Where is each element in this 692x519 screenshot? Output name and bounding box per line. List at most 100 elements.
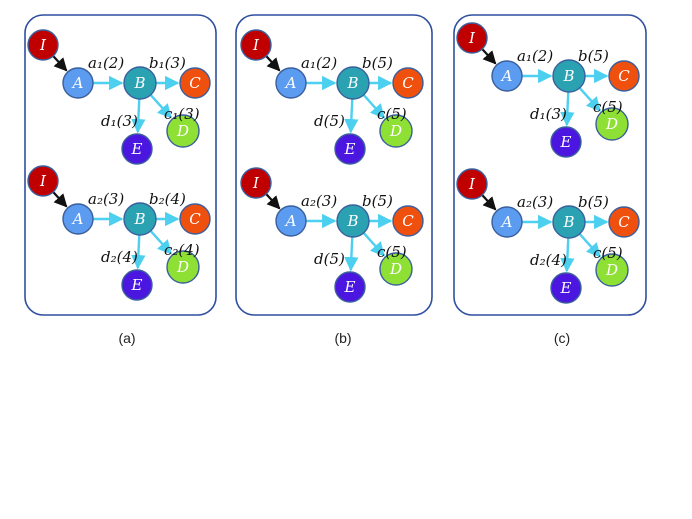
node-label: I <box>39 172 47 190</box>
panel-frame <box>453 14 647 316</box>
node-circle <box>334 133 366 165</box>
node-c: C <box>608 206 640 238</box>
node-circle <box>179 67 211 99</box>
node-label: A <box>284 212 297 230</box>
edge-label-a: a₁(2) <box>88 54 124 72</box>
edge-label-a: a₁(2) <box>301 54 337 72</box>
node-label: D <box>605 261 618 279</box>
node-circle <box>595 253 629 287</box>
node-label: D <box>176 258 189 276</box>
node-b: B <box>123 66 157 100</box>
node-label: E <box>344 140 356 158</box>
node-circle <box>275 205 307 237</box>
node-circle <box>27 29 59 61</box>
node-e: E <box>121 133 153 165</box>
edge-b-d <box>149 94 172 119</box>
node-label: C <box>189 74 201 92</box>
node-circle <box>550 126 582 158</box>
edge-label-b: b(5) <box>578 193 609 211</box>
edge-b-e <box>560 237 575 273</box>
node-circle <box>166 114 200 148</box>
edge-label-a: a₂(3) <box>301 192 337 210</box>
node-d: D <box>595 253 629 287</box>
node-label: D <box>176 122 189 140</box>
node-label: D <box>389 122 402 140</box>
panel-frame <box>235 14 433 316</box>
node-label: C <box>402 74 414 92</box>
node-label: E <box>344 278 356 296</box>
node-label: A <box>71 74 84 92</box>
edge-b-e <box>344 236 359 272</box>
node-b: B <box>123 202 157 236</box>
edge-label-a: a₁(2) <box>517 47 553 65</box>
edge-label-c: c(5) <box>593 98 623 116</box>
node-d: D <box>595 107 629 141</box>
node-e: E <box>334 271 366 303</box>
node-i: I <box>456 168 488 200</box>
node-label: I <box>252 36 260 54</box>
node-circle <box>334 271 366 303</box>
node-label: B <box>562 213 574 231</box>
node-e: E <box>550 272 582 304</box>
node-a: A <box>491 60 523 92</box>
node-label: E <box>560 279 572 297</box>
edge-b-e <box>131 98 146 134</box>
panel-caption: (a) <box>118 330 135 346</box>
node-label: E <box>131 276 143 294</box>
node-c: C <box>392 205 424 237</box>
edge-label-b: b(5) <box>362 54 393 72</box>
node-d: D <box>379 252 413 286</box>
edge-label-d: d(5) <box>314 112 345 130</box>
node-circle <box>608 206 640 238</box>
edge-label-a: a₂(3) <box>88 190 124 208</box>
edge-label-c: c(5) <box>377 243 407 261</box>
node-circle <box>240 167 272 199</box>
node-circle <box>379 252 413 286</box>
node-i: I <box>27 165 59 197</box>
edge-label-a: a₂(3) <box>517 193 553 211</box>
node-circle <box>456 168 488 200</box>
node-c: C <box>392 67 424 99</box>
node-label: A <box>500 67 513 85</box>
edge-label-b: b(5) <box>578 47 609 65</box>
node-b: B <box>552 59 586 93</box>
node-circle <box>552 59 586 93</box>
edge-b-d <box>362 94 385 119</box>
node-label: C <box>618 67 630 85</box>
node-label: I <box>252 174 260 192</box>
node-circle <box>491 206 523 238</box>
edge-b-d <box>149 230 172 255</box>
node-circle <box>336 204 370 238</box>
edge-b-e <box>560 91 575 127</box>
node-circle <box>550 272 582 304</box>
panel-frame <box>24 14 217 316</box>
node-circle <box>240 29 272 61</box>
edge-label-d: d₂(4) <box>101 248 138 266</box>
node-a: A <box>275 67 307 99</box>
edge-i-a <box>265 193 281 210</box>
edge-i-a <box>481 194 497 211</box>
node-label: B <box>133 74 145 92</box>
node-circle <box>27 165 59 197</box>
node-label: B <box>562 67 574 85</box>
edge-b-d <box>578 233 601 258</box>
node-c: C <box>608 60 640 92</box>
node-label: I <box>468 29 476 47</box>
node-circle <box>62 67 94 99</box>
node-circle <box>392 67 424 99</box>
node-label: A <box>71 210 84 228</box>
node-a: A <box>62 67 94 99</box>
node-d: D <box>379 114 413 148</box>
edge-label-d: d(5) <box>314 250 345 268</box>
node-label: E <box>560 133 572 151</box>
node-label: D <box>389 260 402 278</box>
node-label: A <box>500 213 513 231</box>
node-c: C <box>179 203 211 235</box>
node-a: A <box>491 206 523 238</box>
